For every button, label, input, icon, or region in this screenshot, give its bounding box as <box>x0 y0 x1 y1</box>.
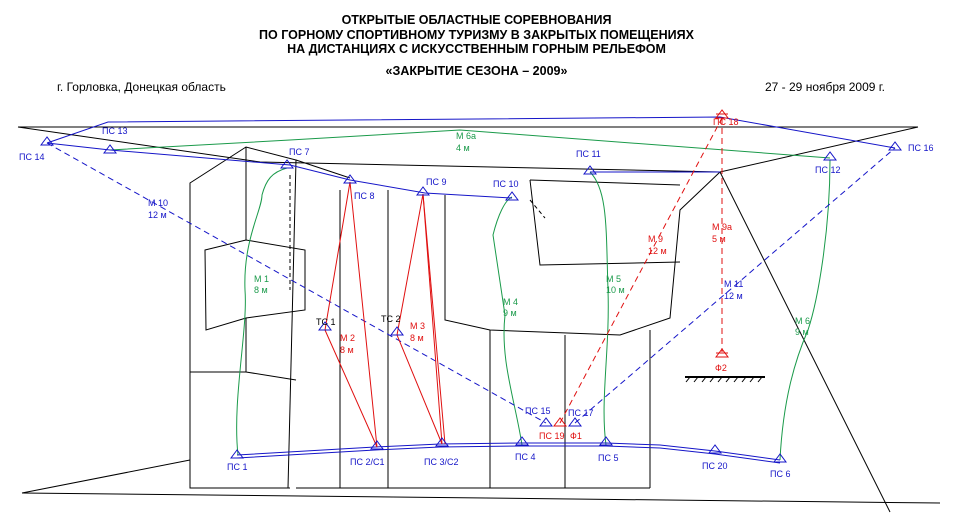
label-f2: Ф2 <box>715 363 727 373</box>
blue-routes <box>46 116 896 464</box>
label-ps15: ПС 15 <box>525 406 550 416</box>
label-ps20: ПС 20 <box>702 461 727 471</box>
label-ps2: ПС 2/С1 <box>350 457 384 467</box>
stage-m2-name: М 2 <box>340 333 355 343</box>
label-ps5: ПС 5 <box>598 453 618 463</box>
point-labels: ПС 1 ПС 2/С1 ПС 3/С2 ПС 4 ПС 5 ПС 6 ПС 7… <box>19 126 933 479</box>
label-ps6: ПС 6 <box>770 469 790 479</box>
stage-m6a-name: М 6а <box>456 131 476 141</box>
red-point-labels: ПС 18 ПС 19 Ф1 Ф2 <box>539 117 738 441</box>
title-line-3: НА ДИСТАНЦИЯХ С ИСКУССТВЕННЫМ ГОРНЫМ РЕЛ… <box>287 42 666 56</box>
red-dashed <box>559 117 723 424</box>
label-ps3: ПС 3/С2 <box>424 457 458 467</box>
title-line-4: «ЗАКРЫТИЕ СЕЗОНА – 2009» <box>385 64 568 78</box>
stage-m4-name: М 4 <box>503 297 518 307</box>
stage-m5-len: 10 м <box>606 285 625 295</box>
location-text: г. Горловка, Донецкая область <box>57 80 226 94</box>
label-tc1: ТС 1 <box>316 317 336 327</box>
label-ps10: ПС 10 <box>493 179 518 189</box>
title-line-1: ОТКРЫТЫЕ ОБЛАСТНЫЕ СОРЕВНОВАНИЯ <box>341 13 612 27</box>
stage-m10-name: М 10 <box>148 198 168 208</box>
stage-m3-name: М 3 <box>410 321 425 331</box>
label-tc2: ТС 2 <box>381 314 401 324</box>
red-routes <box>324 181 446 448</box>
label-ps1: ПС 1 <box>227 462 247 472</box>
stage-m1-len: 8 м <box>254 285 268 295</box>
stage-m3-len: 8 м <box>410 333 424 343</box>
markers-blue <box>40 136 902 463</box>
stage-m11-len: 12 м <box>724 291 743 301</box>
label-ps13: ПС 13 <box>102 126 127 136</box>
stage-m9a-len: 5 м <box>712 234 726 244</box>
red-stage-labels: М 2 8 м М 3 8 м М 9 12 м М 9а 5 м <box>340 222 732 355</box>
green-routes <box>109 129 831 461</box>
label-ps9: ПС 9 <box>426 177 446 187</box>
label-ps11: ПС 11 <box>576 149 601 159</box>
stage-m10-len: 12 м <box>148 210 167 220</box>
title-line-2: ПО ГОРНОМУ СПОРТИВНОМУ ТУРИЗМУ В ЗАКРЫТЫ… <box>259 27 694 42</box>
blue-dashed <box>46 142 896 424</box>
dates-text: 27 - 29 ноября 2009 г. <box>765 80 886 94</box>
stage-m9a-name: М 9а <box>712 222 732 232</box>
green-stage-labels: М 1 8 м М 4 9 м М 5 10 м М 6 9 м М 6а 4 … <box>254 131 810 337</box>
blue-stage-labels: М 10 12 м М 11 12 м <box>148 198 743 301</box>
label-ps4: ПС 4 <box>515 452 535 462</box>
green-dashed <box>289 175 546 290</box>
markers-red <box>553 109 729 427</box>
label-ps12: ПС 12 <box>815 165 840 175</box>
label-ps14: ПС 14 <box>19 152 44 162</box>
ground-f2 <box>685 376 765 383</box>
stage-m6-name: М 6 <box>795 316 810 326</box>
stage-m9-name: М 9 <box>648 234 663 244</box>
stage-m5-name: М 5 <box>606 274 621 284</box>
stage-m4-len: 9 м <box>503 308 517 318</box>
stage-m11-name: М 11 <box>724 279 743 289</box>
stage-m6-len: 9 м <box>795 327 809 337</box>
label-ps19: ПС 19 <box>539 431 564 441</box>
label-ps7: ПС 7 <box>289 147 309 157</box>
label-ps17: ПС 17 <box>568 408 593 418</box>
stage-m1-name: М 1 <box>254 274 269 284</box>
label-ps8: ПС 8 <box>354 191 374 201</box>
stage-m6a-len: 4 м <box>456 143 470 153</box>
stage-m9-len: 12 м <box>648 246 667 256</box>
label-ps16: ПС 16 <box>908 143 933 153</box>
label-ps18: ПС 18 <box>713 117 738 127</box>
label-f1: Ф1 <box>570 431 582 441</box>
stage-m2-len: 8 м <box>340 345 354 355</box>
wall-structure <box>17 126 941 513</box>
